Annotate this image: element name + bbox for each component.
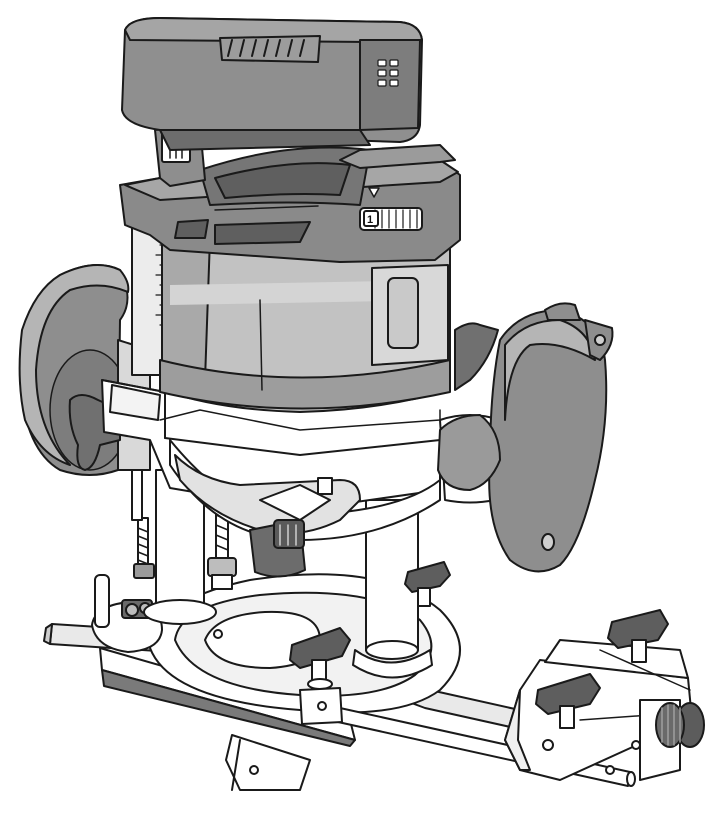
speed-dial: 1 <box>359 187 423 231</box>
wing-knob-rear-left <box>404 561 451 607</box>
battery-pack <box>121 17 423 151</box>
collet-nut <box>249 477 333 578</box>
battery-vent-slots <box>227 39 305 57</box>
wing-knob-rear-right <box>607 609 669 663</box>
height-adjust-screw <box>207 509 237 590</box>
motor-head <box>119 144 461 263</box>
depth-stop-turret <box>91 517 163 653</box>
base-collar <box>101 379 441 541</box>
rod-clamp-block <box>299 687 343 725</box>
wing-knob-front-left <box>289 627 351 690</box>
fine-adjust-knob <box>655 702 705 748</box>
right-handle <box>437 302 614 573</box>
depth-dial-number: 1 <box>367 214 373 226</box>
wing-knob-front-right <box>535 673 601 729</box>
battery-charge-indicator <box>377 59 399 87</box>
motor-housing <box>159 235 451 431</box>
